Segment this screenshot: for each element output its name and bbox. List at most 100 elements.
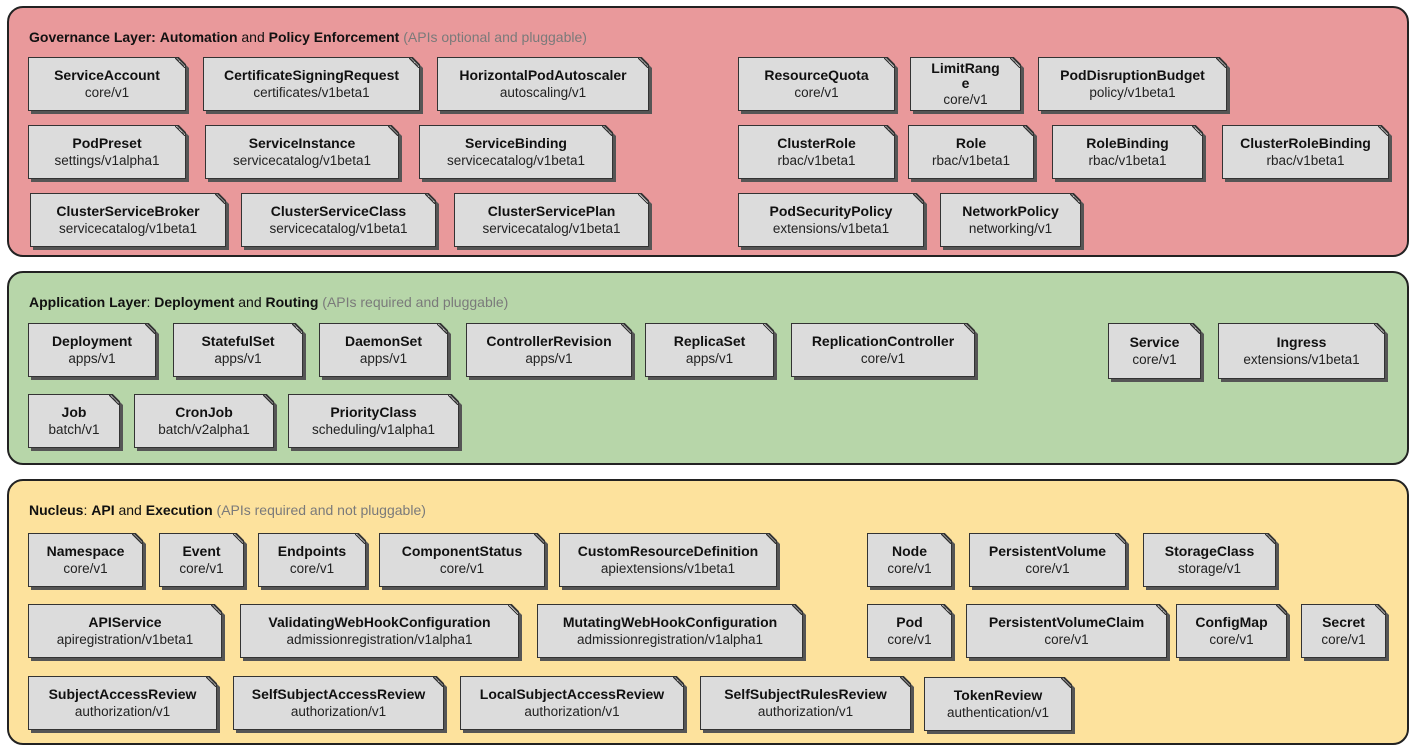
resource-name: RoleBinding [1086, 135, 1169, 151]
resource-name: SelfSubjectRulesReview [724, 686, 887, 702]
resource-box-namespace: Namespace core/v1 [28, 533, 143, 587]
resource-api-version: apiregistration/v1beta1 [56, 632, 194, 647]
nucleus-layer-title: Nucleus: API and Execution (APIs require… [29, 502, 426, 518]
resource-name: NetworkPolicy [962, 203, 1059, 219]
resource-api-version: core/v1 [1132, 352, 1177, 367]
resource-box-pod-disruption-budget: PodDisruptionBudget policy/v1beta1 [1038, 57, 1227, 111]
resource-name: CertificateSigningRequest [223, 67, 400, 83]
resource-box-custom-resource-definition: CustomResourceDefinition apiextensions/v1… [559, 533, 777, 587]
resource-api-version: core/v1 [943, 91, 988, 107]
resource-api-version: core/v1 [887, 561, 932, 576]
resource-name: TokenReview [953, 687, 1043, 703]
resource-name: PodPreset [72, 135, 142, 151]
resource-api-version: core/v1 [289, 561, 335, 576]
resource-name: PodDisruptionBudget [1060, 67, 1205, 83]
resource-card: CustomResourceDefinition apiextensions/v1… [559, 533, 777, 587]
resource-box-apiservice: APIService apiregistration/v1beta1 [28, 604, 222, 658]
resource-name: ServiceBinding [465, 135, 567, 151]
resource-api-version: policy/v1beta1 [1089, 85, 1176, 100]
resource-api-version: apiextensions/v1beta1 [600, 561, 736, 576]
resource-api-version: storage/v1 [1177, 561, 1242, 576]
resource-api-version: servicecatalog/v1beta1 [482, 221, 621, 236]
resource-name: ConfigMap [1195, 614, 1268, 630]
resource-name: Endpoints [277, 543, 347, 559]
resource-api-version: rbac/v1beta1 [931, 153, 1011, 168]
resource-name: StorageClass [1164, 543, 1255, 559]
resource-name: CustomResourceDefinition [577, 543, 759, 559]
resource-api-version: extensions/v1beta1 [1243, 352, 1360, 367]
resource-name: ClusterServicePlan [487, 203, 616, 219]
resource-name: SubjectAccessReview [48, 686, 197, 702]
resource-name: ClusterServiceBroker [56, 203, 200, 219]
governance-layer-title: Governance Layer: Automation and Policy … [29, 29, 587, 45]
resource-name: ClusterRole [777, 135, 856, 151]
resource-name: SelfSubjectAccessReview [251, 686, 426, 702]
resource-api-version: core/v1 [1209, 632, 1254, 647]
resource-card: ConfigMap core/v1 [1176, 604, 1287, 658]
resource-api-version: core/v1 [1025, 561, 1070, 576]
resource-name: ClusterServiceClass [270, 203, 407, 219]
resource-card: Endpoints core/v1 [258, 533, 366, 587]
resource-name: APIService [88, 614, 162, 630]
resource-api-version: core/v1 [63, 561, 108, 576]
resource-name: StatefulSet [201, 333, 275, 349]
application-layer-title: Application Layer: Deployment and Routin… [29, 294, 509, 310]
resource-api-version: apps/v1 [68, 351, 116, 366]
resource-api-version: core/v1 [887, 632, 932, 647]
resource-name: Namespace [46, 543, 125, 559]
resource-card: PodDisruptionBudget policy/v1beta1 [1038, 57, 1227, 111]
resource-name: PriorityClass [330, 404, 417, 420]
resource-name: MutatingWebHookConfiguration [562, 614, 778, 630]
resource-name: ValidatingWebHookConfiguration [268, 614, 491, 630]
resource-name: LocalSubjectAccessReview [479, 686, 665, 702]
resource-name: ControllerRevision [486, 333, 612, 349]
resource-name: PodSecurityPolicy [769, 203, 893, 219]
resource-api-version: apps/v1 [359, 351, 408, 366]
application-layer-note: (APIs required and pluggable) [322, 294, 509, 310]
resource-name: ComponentStatus [401, 543, 523, 559]
resource-name: ServiceInstance [248, 135, 356, 151]
resource-name: Node [892, 543, 927, 559]
resource-box-endpoints: Endpoints core/v1 [258, 533, 366, 587]
